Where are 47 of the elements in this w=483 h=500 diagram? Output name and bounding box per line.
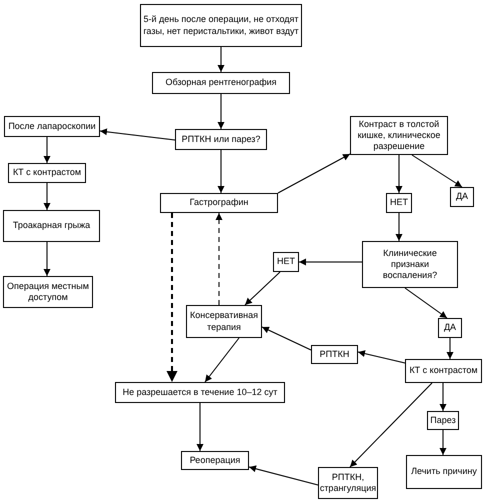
arrow (218, 94, 224, 130)
process-box: Не разрешается в течение 10–12 сут (115, 382, 285, 403)
arrow (44, 136, 50, 164)
process-box: Парез (427, 411, 459, 430)
process-box: Операция местным доступом (3, 276, 93, 308)
arrow (440, 430, 446, 456)
arrow (248, 465, 318, 486)
arrow (244, 272, 280, 306)
process-box: Троакарная грыжа (3, 210, 100, 242)
process-box: Контраст в толстой кишке, клиническое разрешение (350, 116, 448, 155)
process-box: КТ с контрастом (8, 163, 86, 183)
process-box: Консервативная терапия (186, 305, 262, 338)
process-box: Реоперация (181, 451, 249, 470)
arrow (440, 382, 446, 412)
dashed-arrow (166, 213, 178, 382)
process-box: НЕТ (273, 252, 299, 272)
process-box: 5-й день после операции, не отходят газы, нет перистальтики, живот вздут (140, 4, 302, 47)
arrow (44, 182, 50, 210)
process-box: После лапароскопии (4, 116, 100, 137)
process-box: НЕТ (386, 193, 412, 213)
arrow (204, 338, 240, 382)
process-box: Клинические признаки воспаления? (362, 241, 458, 288)
process-box: ДА (438, 318, 462, 338)
process-box: Гастрографин (160, 193, 278, 213)
arrow (446, 338, 454, 360)
arrow (44, 242, 50, 276)
process-box: Обзорная рентгенография (152, 72, 290, 94)
process-box: РПТКН, странгуляция (318, 467, 378, 499)
process-box: Лечить причину (406, 455, 482, 489)
arrow (298, 258, 362, 266)
process-box: КТ с контрастом (405, 359, 482, 383)
arrow (262, 326, 312, 350)
arrow (412, 154, 462, 188)
arrow (350, 382, 432, 468)
arrow (218, 46, 224, 72)
arrow (396, 154, 402, 194)
arrow (404, 288, 448, 318)
arrow (358, 350, 406, 364)
arrow (218, 150, 224, 194)
process-box: РПТКН или парез? (175, 129, 267, 150)
arrow (100, 128, 176, 140)
arrow (396, 212, 402, 242)
process-box: ДА (450, 187, 474, 207)
arrow (196, 402, 204, 452)
arrow (278, 154, 350, 194)
dashed-arrow (216, 212, 222, 306)
process-box: РПТКН (311, 345, 358, 364)
